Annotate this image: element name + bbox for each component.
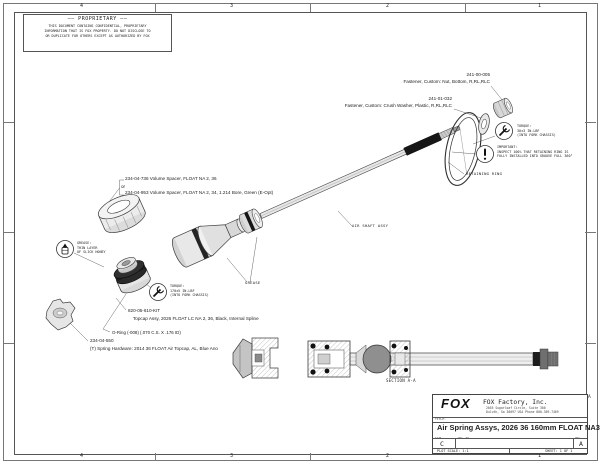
note-torque-lower-value: 170±5 IN-LBF [170,288,195,293]
zone-tick [3,122,14,123]
callout-spacer-line1: 234-04-736 Volume Spacer, FLOAT NA 2, 36 [125,176,217,181]
callout-spacer-line2: 234-04-953 Volume Spacer, FLOAT NA 2, 34… [125,190,274,195]
note-torque-upper-value: 30±3 IN-LBF [517,128,540,133]
callout-topcap-desc: Topcap Assy, 2026 FLOAT LC NA 2, 36, Bla… [133,315,259,321]
crush-washer-part [478,113,490,135]
proprietary-line: THIS DOCUMENT CONTAINS CONFIDENTIAL, PRO… [48,24,147,29]
company-address-2: Duluth, Ga 30097 USA Phone 800-369-7469 [486,409,559,414]
zone-tick [585,122,596,123]
zone-number-top: 4 [80,2,84,9]
drawing-title: Air Spring Assys, 2026 36 160mm FLOAT NA… [437,423,600,432]
label-grease-point: GREASE [245,280,261,285]
volume-spacer-part [97,194,146,233]
zone-number-bottom: 1 [538,452,542,459]
topcap-cross-section [232,337,279,379]
zone-number-top: 1 [538,2,542,9]
important-icon [476,145,494,163]
callout-topcap-part: 820-05-610-KIT [128,308,161,313]
label-air-shaft-assy: AIR SHAFT ASSY [352,223,389,228]
note-grease-line2: OF SLICK HONEY [77,250,106,254]
callout-washer-desc: Fastener, Custom: Crush Washer, Plastic,… [344,103,452,108]
zone-tick [155,3,156,12]
zone-letter-right: A [588,395,591,400]
zone-tick [585,232,596,233]
proprietary-line: INFORMATION THAT IS FOX PROPERTY. DO NOT… [44,29,151,34]
zone-number-bottom: 3 [230,452,234,459]
callout-springhw-part: 234-04-550 [90,338,114,343]
topcap-assy-part [113,257,151,294]
note-important-line1: INSPECT 100% THAT RETAINING RING IS [497,149,569,154]
callout-oring: O-Ring (-008) (.070 C.S. X .176 ID) [112,330,181,335]
zone-tick [3,232,14,233]
note-torque-lower-note: (INTO FORK CHASSIS) [170,293,209,297]
note-important-label: IMPORTANT: [497,145,518,149]
bottom-nut-part [492,97,514,119]
spring-hardware-topcap-part [45,298,76,331]
note-torque-lower-label: TORQUE: [170,284,185,288]
zone-number-top: 2 [386,2,390,9]
note-torque-upper-label: TORQUE: [517,124,532,128]
note-grease-label: GREASE: [77,241,92,245]
zone-tick [3,343,14,344]
note-torque-upper-note: (INTO FORK CHASSIS) [517,133,556,137]
company-address-1: 2055 Sugarloaf Circle, Suite 300 [486,405,546,410]
callout-washer-part: 241-01-032 [428,96,453,101]
grease-icon [56,240,74,258]
zone-tick [155,453,156,460]
proprietary-line: OR DUPLICATE FOR OTHERS EXCEPT AS AUTHOR… [45,34,150,39]
company-name: FOX Factory, Inc. [483,398,548,406]
callout-springhw-desc: (T) Spring Hardware: 2014 36 FLOAT Air T… [90,345,218,351]
fox-logo-text: FOX [441,396,471,411]
torque-wrench-icon [495,122,513,140]
zone-number-top: 3 [230,2,234,9]
dwg-no-label: DWG. NO. [458,437,471,441]
size-label: SIZE [435,437,442,441]
proprietary-heading: —— PROPRIETARY —— [67,16,128,22]
zone-tick [310,453,311,460]
proprietary-box: —— PROPRIETARY —— THIS DOCUMENT CONTAINS… [23,14,172,52]
label-retaining-ring: RETAINING RING [466,171,503,176]
title-block: FOX FOX Factory, Inc. 2055 Sugarloaf Cir… [432,394,600,454]
callout-spacer-or: or [121,183,126,189]
torque-wrench-icon [149,283,167,301]
zone-number-bottom: 4 [80,452,84,459]
inner-border [14,12,587,455]
label-section-a-a: SECTION A-A [386,378,416,383]
callout-nut-desc: Fastener, Custom: Nut, Bottom, R,RL,RLC [403,79,490,84]
zone-tick [465,3,466,12]
rev-label: REV [575,437,580,441]
zone-number-bottom: 2 [386,452,390,459]
title-label: TITLE: [435,416,446,421]
zone-tick [585,343,596,344]
rev-value: A [579,439,583,448]
size-value: C [440,439,444,448]
air-piston-assy-part [171,208,263,268]
plot-scale: PLOT SCALE: 1:1 [437,448,469,453]
zone-tick [310,3,311,12]
fox-logo: FOX [441,396,471,412]
callout-nut-part: 241-00-005 [466,72,491,77]
air-shaft-part [259,125,461,219]
sheet-number: SHEET: 1 OF 1 [545,448,573,453]
section-a-a-view [307,340,559,378]
note-important-line2: FULLY INSTALLED INTO GROOVE FULL 360° [497,154,573,158]
note-grease-line1: THIN LAYER [77,245,98,250]
